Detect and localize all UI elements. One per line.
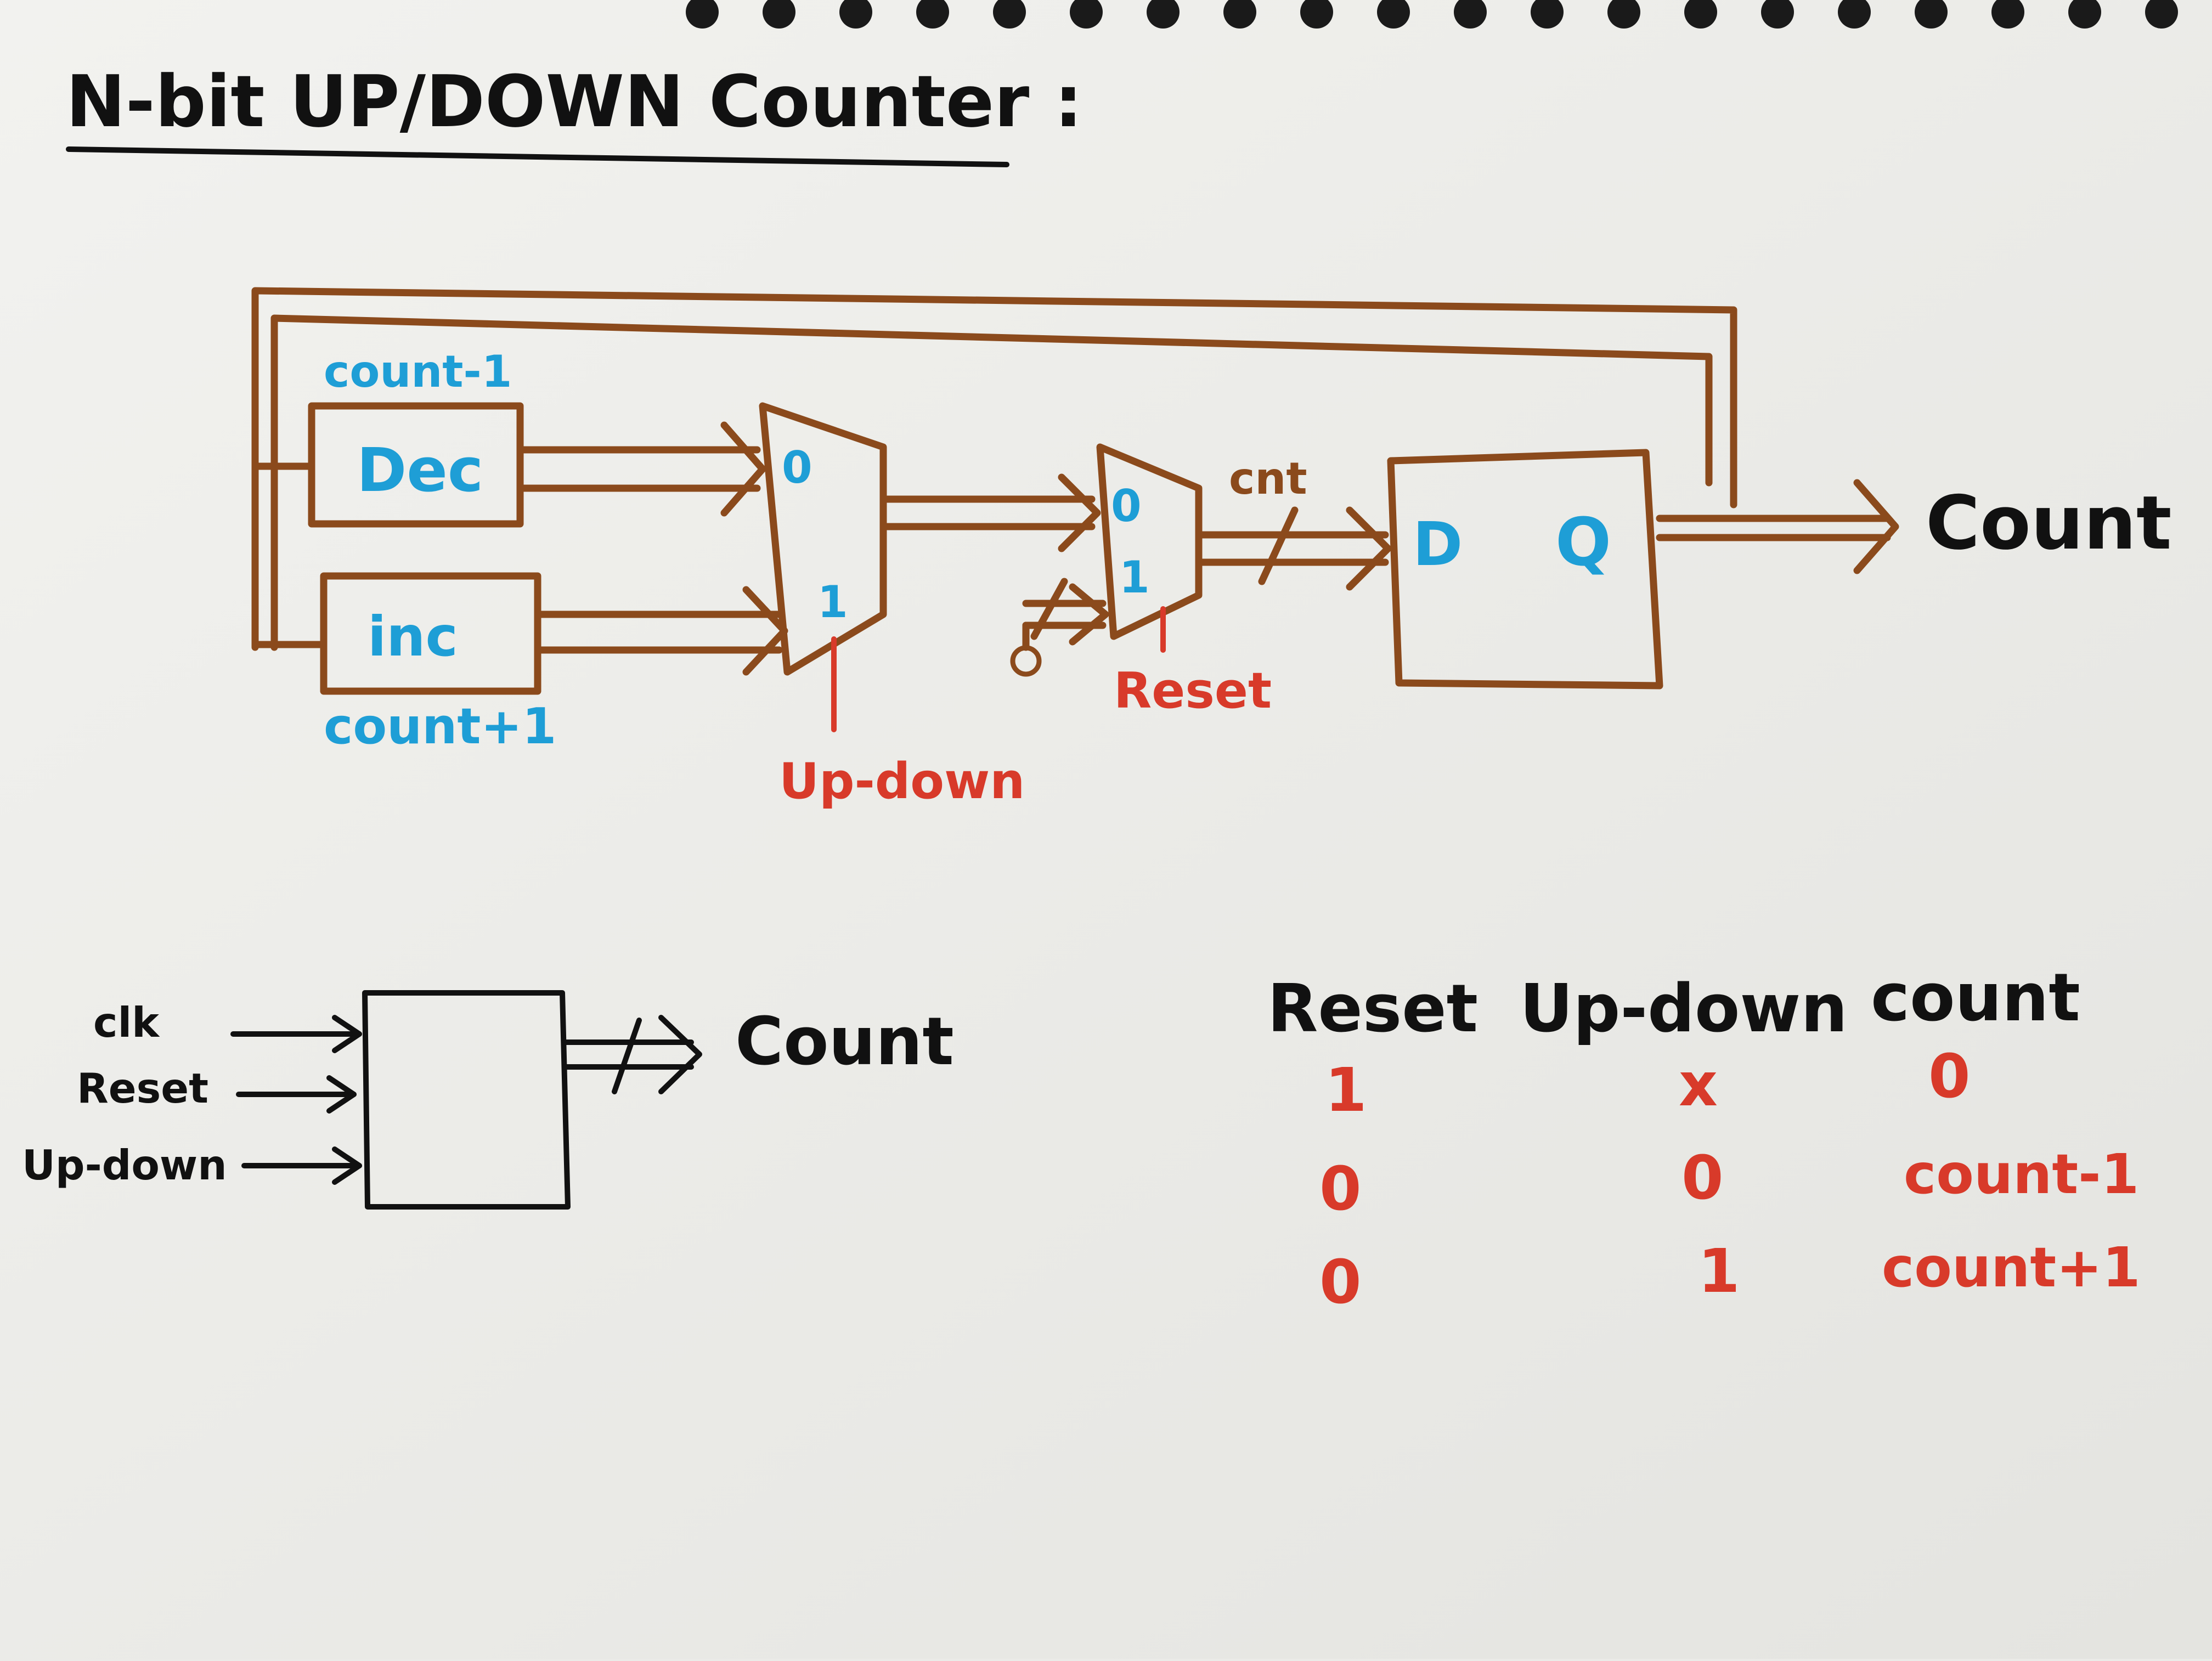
- title-underline: [66, 146, 1009, 167]
- reset-mux-input0: 0: [1111, 481, 1142, 532]
- reset-mux-input1: 1: [1119, 552, 1150, 603]
- table-cell: 0: [1319, 1247, 1362, 1317]
- updown-mux-input0: 0: [782, 442, 812, 493]
- block-input-clk: clk: [93, 998, 160, 1047]
- register-block: [1387, 449, 1663, 690]
- table-cell: 0: [1928, 1041, 1971, 1111]
- block-input-reset: Reset: [77, 1064, 208, 1112]
- constant-zero-circle: [1010, 645, 1042, 677]
- table-header: Reset: [1267, 971, 1478, 1047]
- block-input-updown: Up-down: [22, 1141, 227, 1189]
- table-cell: 1: [1698, 1236, 1740, 1306]
- updown-mux-input1: 1: [817, 577, 848, 628]
- block-symbol-box: [362, 990, 571, 1210]
- reset-mux: [1096, 443, 1203, 640]
- block-output-label: Count: [735, 1004, 954, 1080]
- table-cell: count+1: [1882, 1235, 2141, 1300]
- reset-select-label: Reset: [1114, 662, 1272, 720]
- table-cell: x: [1679, 1049, 1718, 1120]
- table-cell: 0: [1319, 1154, 1362, 1224]
- updown-select-label: Up-down: [779, 753, 1025, 810]
- table-cell: count-1: [1904, 1142, 2139, 1206]
- select-lines: [831, 606, 1166, 732]
- block-symbol: [230, 990, 702, 1210]
- output-label: Count: [1926, 480, 2172, 566]
- table-cell: 1: [1325, 1055, 1367, 1125]
- updown-mux: [759, 402, 887, 676]
- page-title: N-bit UP/DOWN Counter :: [66, 60, 1082, 143]
- spiral-binding: [686, 0, 2178, 29]
- dec-block: [308, 402, 524, 528]
- truth-table: Reset Up-down count 1 x 0 0 0 count-1 0 …: [1267, 960, 2141, 1317]
- dec-annotation: count-1: [324, 346, 512, 397]
- table-header: Up-down: [1520, 971, 1848, 1047]
- inc-annotation: count+1: [324, 698, 556, 755]
- table-cell: 0: [1681, 1143, 1724, 1213]
- dec-label: Dec: [357, 435, 483, 505]
- table-header: count: [1871, 960, 2080, 1036]
- bus-label: cnt: [1229, 453, 1307, 504]
- datapath-wiring: [251, 287, 1899, 695]
- register-d-label: D: [1413, 509, 1463, 579]
- inc-label: inc: [368, 604, 458, 669]
- inc-block: [320, 572, 541, 695]
- register-q-label: Q: [1555, 505, 1611, 581]
